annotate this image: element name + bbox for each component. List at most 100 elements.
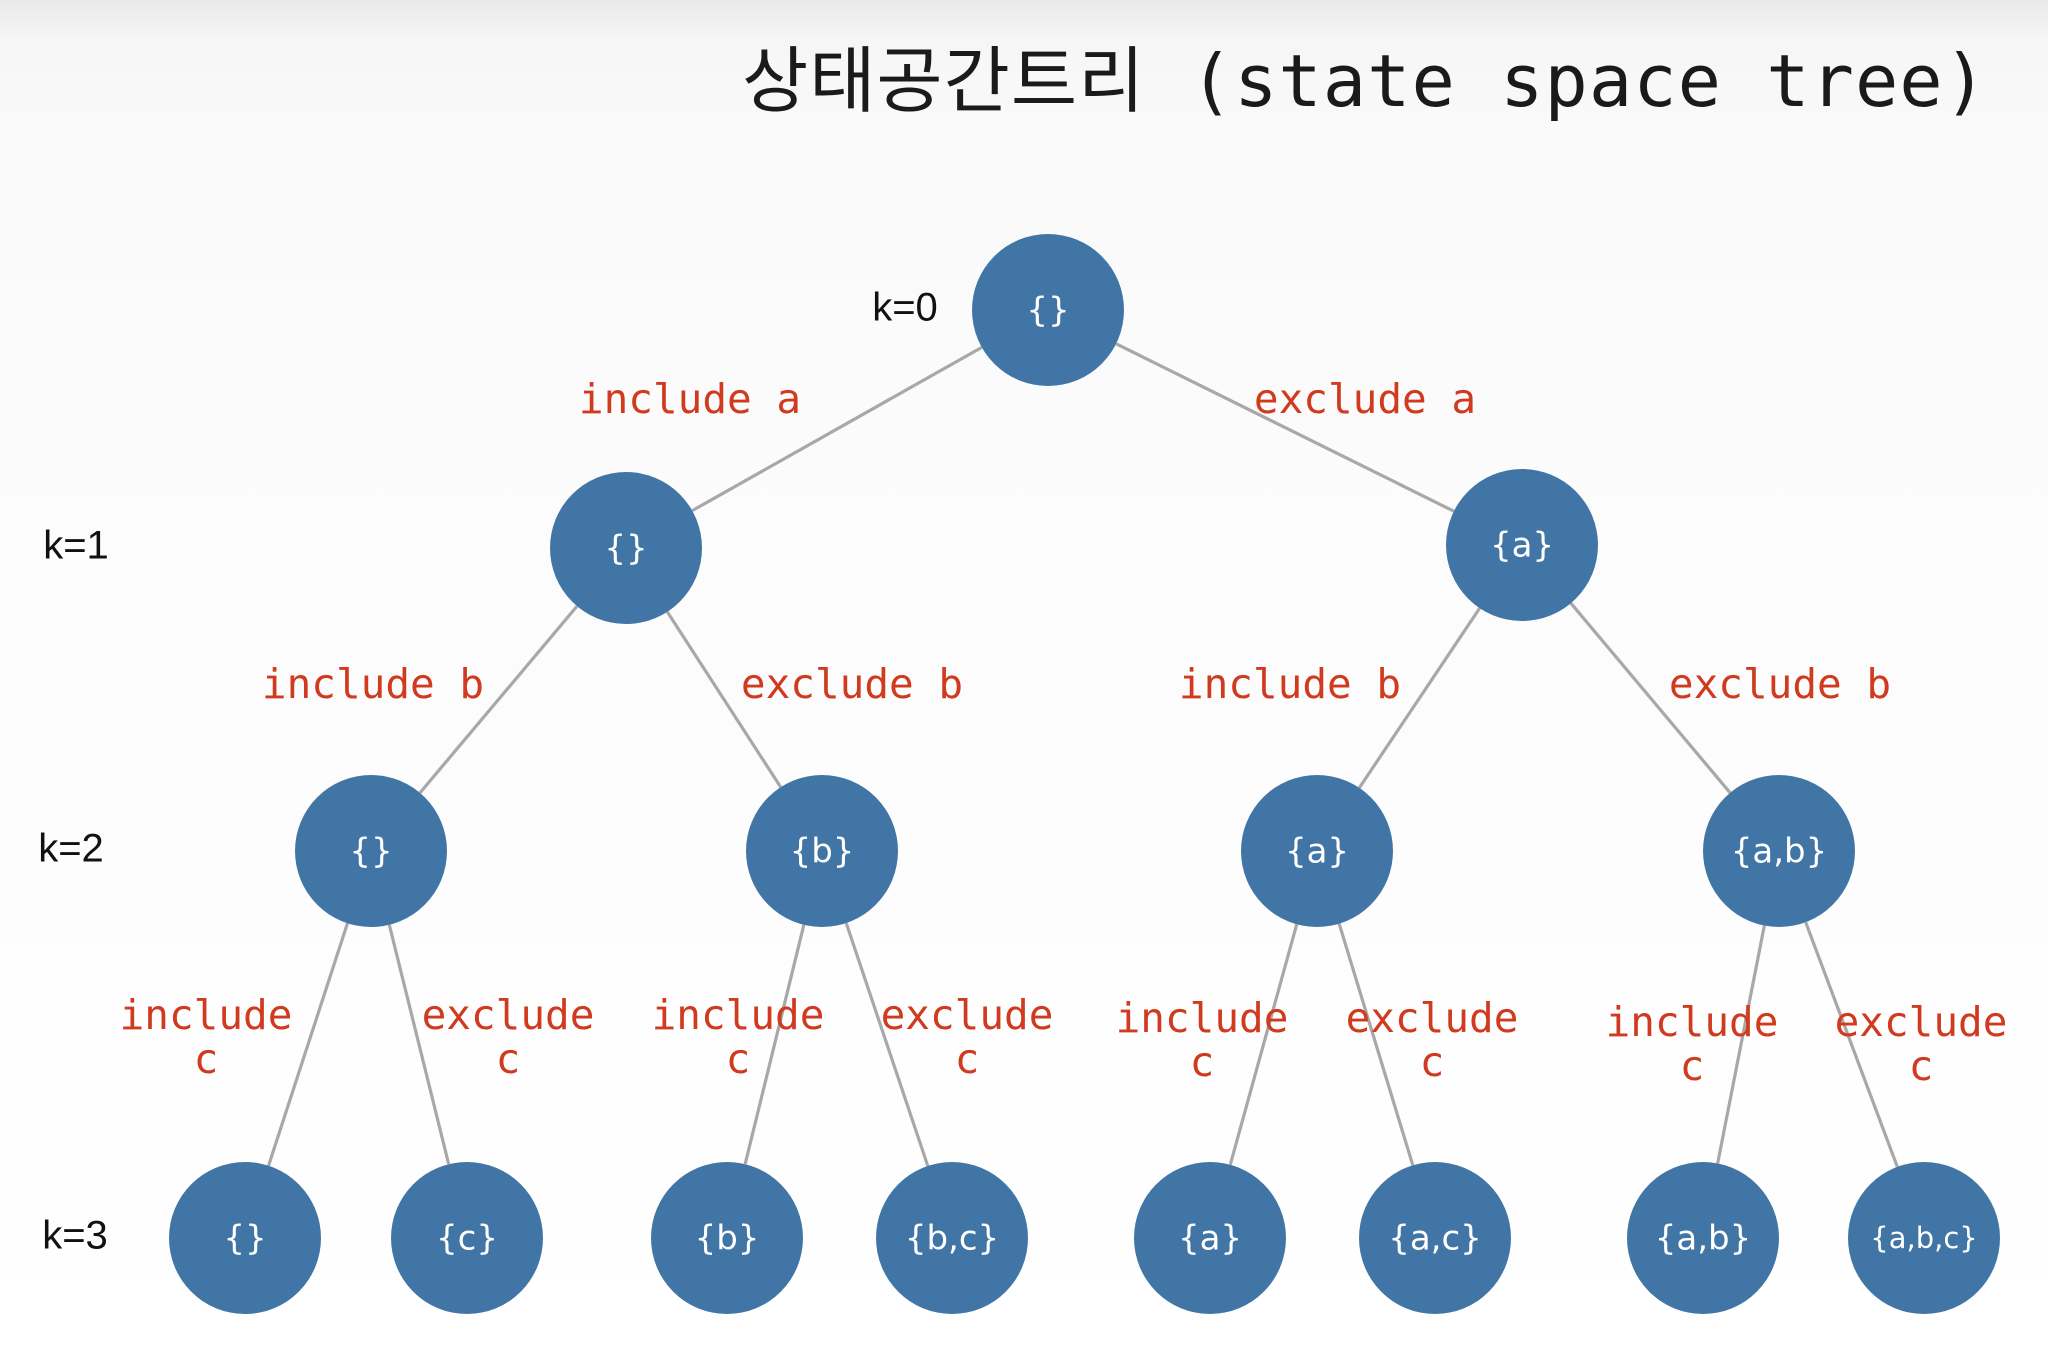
node-label: {a,b} [1655, 1219, 1752, 1259]
edge-n2-n6 [1569, 602, 1732, 794]
edge-n0-n1 [691, 345, 983, 513]
tree-node-n13: {a,b} [1627, 1162, 1779, 1314]
node-label: {a} [1490, 526, 1554, 566]
edge-label-line: include [120, 991, 293, 1039]
level-label-k1: k=1 [43, 524, 109, 568]
edge-label-line: include b [262, 660, 484, 708]
node-circle [746, 775, 898, 927]
page-title: 상태공간트리 (state space tree) [741, 39, 1988, 123]
nodes-layer: {} {} {a} {} {b} {a} {a,b} {} {c} {b} {b,c} {a} {a,c… [169, 234, 2000, 1314]
level-label-k0: k=0 [872, 286, 938, 330]
edge-label: include b [262, 660, 484, 708]
edge-n1-n3 [418, 605, 579, 794]
node-label: {a} [1178, 1219, 1242, 1259]
edge-n6-n14 [1804, 921, 1899, 1168]
tree-node-n5: {a} [1241, 775, 1393, 927]
tree-node-n14: {a,b,c} [1848, 1162, 2000, 1314]
edge-label-line: include b [1179, 660, 1401, 708]
tree-node-n9: {b} [651, 1162, 803, 1314]
node-circle [550, 472, 702, 624]
edge-label-line: include a [579, 375, 801, 423]
edge-n6-n13 [1716, 925, 1766, 1164]
node-circle [1703, 775, 1855, 927]
tree-node-n11: {a} [1134, 1162, 1286, 1314]
tree-node-n1: {} [550, 472, 702, 624]
tree-node-n0: {} [972, 234, 1124, 386]
level-label-k2: k=2 [38, 827, 104, 871]
node-label: {} [223, 1219, 266, 1259]
edge-label-line: exclude a [1254, 375, 1476, 423]
tree-node-n4: {b} [746, 775, 898, 927]
edge-label: exclude a [1254, 375, 1476, 423]
level-label-k3: k=3 [42, 1214, 108, 1258]
edge-label-line: exclude b [741, 660, 963, 708]
node-circle [1627, 1162, 1779, 1314]
node-label: {b} [695, 1219, 760, 1259]
edge-label-line: c [726, 1035, 751, 1083]
edge-n4-n9 [743, 924, 806, 1165]
edge-label-line: c [194, 1035, 219, 1083]
edge-n3-n7 [267, 922, 349, 1167]
edge-label-line: c [1680, 1042, 1705, 1090]
tree-node-n8: {c} [391, 1162, 543, 1314]
node-label: {a,b,c} [1870, 1221, 1977, 1255]
edge-label-line: c [1909, 1042, 1934, 1090]
edge-label-line: include [1606, 998, 1779, 1046]
edge-label-line: exclude [422, 991, 595, 1039]
node-circle [1848, 1162, 2000, 1314]
edge-label-line: c [1190, 1038, 1215, 1086]
node-circle [1241, 775, 1393, 927]
node-label: {} [349, 832, 392, 872]
levels-layer: k=0 k=1 k=2 k=3 [38, 286, 938, 1258]
edge-label-line: c [955, 1035, 980, 1083]
edge-n3-n8 [387, 924, 451, 1165]
tree-node-n7: {} [169, 1162, 321, 1314]
edge-n5-n12 [1337, 923, 1415, 1166]
tree-node-n3: {} [295, 775, 447, 927]
edge-n4-n10 [844, 922, 930, 1167]
node-label: {} [604, 529, 647, 569]
node-label: {b} [790, 832, 855, 872]
node-circle [295, 775, 447, 927]
edge-n1-n4 [665, 610, 783, 789]
tree-node-n12: {a,c} [1359, 1162, 1511, 1314]
edge-labels-layer: include a exclude a include b exclude b incl… [120, 375, 2008, 1090]
edge-label: include b [1179, 660, 1401, 708]
edge-label-line: exclude b [1669, 660, 1891, 708]
node-label: {a} [1285, 832, 1349, 872]
edge-label-line: exclude [1346, 994, 1519, 1042]
tree-node-n10: {b,c} [876, 1162, 1028, 1314]
node-circle [972, 234, 1124, 386]
edge-label-line: include [1116, 994, 1289, 1042]
tree-node-n6: {a,b} [1703, 775, 1855, 927]
node-circle [391, 1162, 543, 1314]
edge-label: exclude b [1669, 660, 1891, 708]
node-circle [1446, 469, 1598, 621]
node-label: {c} [436, 1219, 498, 1259]
node-label: {a,b} [1731, 832, 1828, 872]
node-circle [876, 1162, 1028, 1314]
node-circle [169, 1162, 321, 1314]
node-circle [651, 1162, 803, 1314]
node-label: {} [1026, 291, 1069, 331]
edge-n5-n11 [1228, 923, 1299, 1166]
node-label: {a,c} [1388, 1219, 1482, 1259]
edge-label-line: c [496, 1035, 521, 1083]
edges-layer [267, 342, 1899, 1168]
edge-n2-n5 [1357, 607, 1482, 789]
edge-label: include a [579, 375, 801, 423]
edge-label-line: include [652, 991, 825, 1039]
edge-label: exclude b [741, 660, 963, 708]
edge-label-line: exclude [881, 991, 1054, 1039]
edge-label-line: c [1420, 1038, 1445, 1086]
tree-node-n2: {a} [1446, 469, 1598, 621]
node-circle [1134, 1162, 1286, 1314]
